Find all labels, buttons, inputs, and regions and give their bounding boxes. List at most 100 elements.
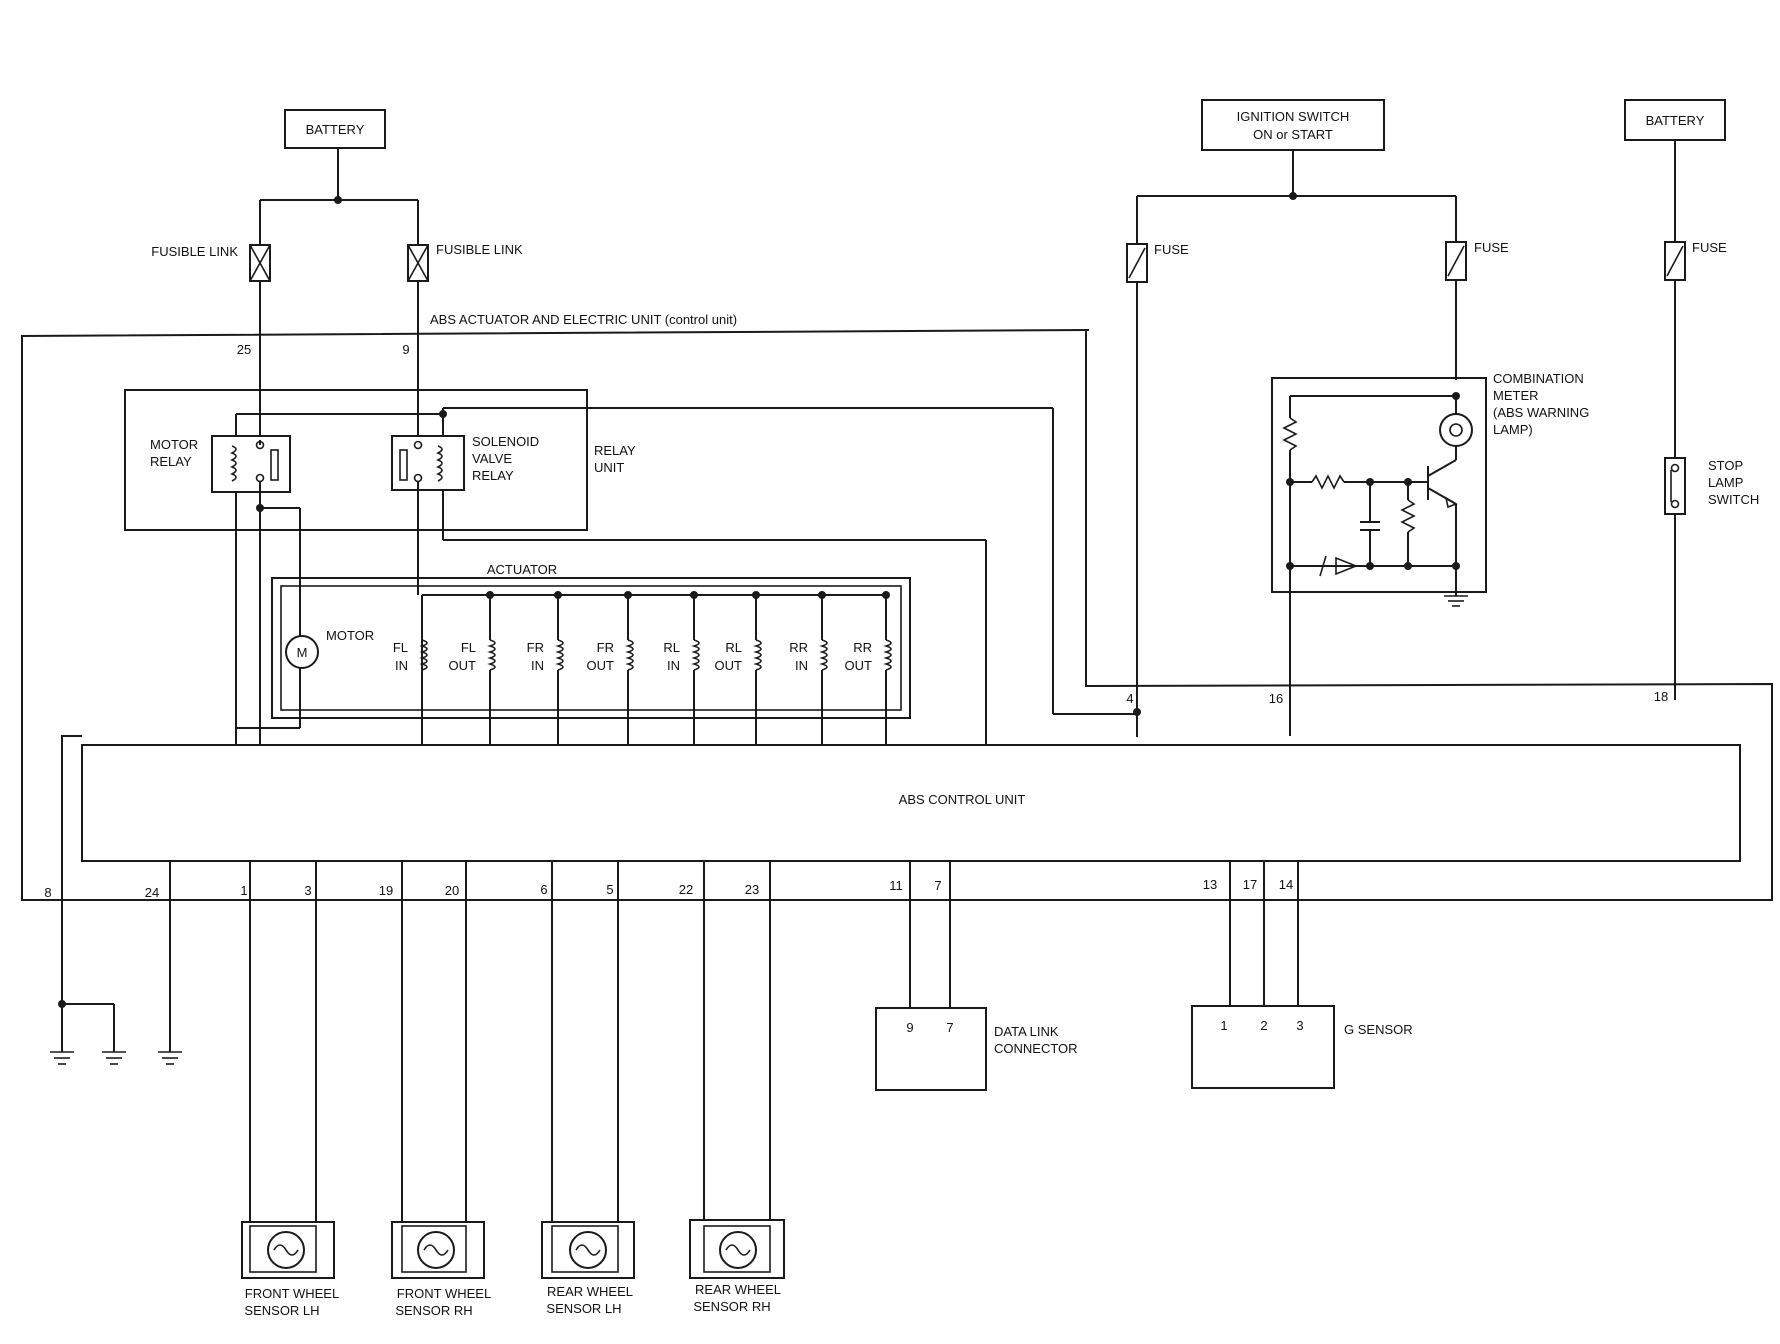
pin-1: 1 (240, 883, 247, 898)
pin-4: 4 (1126, 691, 1133, 706)
rear-wheel-sensor-lh (541, 1221, 635, 1279)
solenoid-label-top: FR (597, 640, 614, 655)
abs-control-unit: ABS CONTROL UNIT (81, 744, 1741, 862)
solenoid-valve-relay (391, 435, 465, 491)
solenoid-relay-label-1: SOLENOID (472, 434, 539, 449)
solenoid-label-top: FL (461, 640, 476, 655)
pin-6: 6 (540, 882, 547, 897)
data-link-connector: 9 7 (875, 1007, 987, 1091)
stop-lamp-switch (1664, 457, 1686, 515)
dlc-pin-7: 7 (946, 1020, 953, 1035)
front-wheel-sensor-lh-label-1: FRONT WHEEL (245, 1286, 339, 1301)
motor-label: MOTOR (326, 628, 374, 643)
combination-meter-label-4: LAMP) (1493, 422, 1533, 437)
front-wheel-sensor-rh-label-1: FRONT WHEEL (397, 1286, 491, 1301)
fusible-link-right (407, 244, 429, 282)
abs-warning-lamp-icon (1439, 413, 1473, 447)
combination-meter-box (1271, 377, 1487, 593)
data-link-label-2: CONNECTOR (994, 1041, 1078, 1056)
front-wheel-sensor-lh-label-2: SENSOR LH (244, 1303, 319, 1318)
motor-symbol: M (297, 645, 308, 660)
solenoid-label-bottom: OUT (587, 658, 615, 673)
pin-25: 25 (237, 342, 251, 357)
solenoid-label-bottom: IN (795, 658, 808, 673)
combination-meter-label-2: METER (1493, 388, 1539, 403)
dlc-pin-9: 9 (906, 1020, 913, 1035)
pin-11: 11 (889, 878, 903, 893)
pin-3: 3 (304, 883, 311, 898)
pin-22: 22 (679, 882, 693, 897)
stop-lamp-switch-label-1: STOP (1708, 458, 1743, 473)
actuator-box (271, 577, 911, 719)
pin-23: 23 (745, 882, 759, 897)
ground-icon-1 (50, 1051, 74, 1065)
solenoid-relay-label-3: RELAY (472, 468, 514, 483)
pin-13: 13 (1203, 877, 1217, 892)
fuse-1 (1126, 243, 1148, 283)
pin-17: 17 (1243, 877, 1257, 892)
fusible-link-left (249, 244, 271, 282)
motor-relay (211, 435, 291, 493)
front-wheel-sensor-rh-label-2: SENSOR RH (395, 1303, 472, 1318)
pin-16: 16 (1269, 691, 1283, 706)
pin-8: 8 (44, 885, 51, 900)
pin-7: 7 (934, 878, 941, 893)
battery-left: BATTERY (284, 109, 386, 149)
solenoid-label-bottom: IN (395, 658, 408, 673)
relay-unit-label-1: RELAY (594, 443, 636, 458)
pin-20: 20 (445, 883, 459, 898)
fuse-1-label: FUSE (1154, 242, 1189, 257)
rear-wheel-sensor-rh-label-1: REAR WHEEL (695, 1282, 781, 1297)
motor-relay-label-2: RELAY (150, 454, 192, 469)
front-wheel-sensor-lh (241, 1221, 335, 1279)
abs-actuator-unit-label: ABS ACTUATOR AND ELECTRIC UNIT (control … (430, 312, 737, 327)
front-wheel-sensor-rh (391, 1221, 485, 1279)
solenoid-label-top: FL (393, 640, 408, 655)
ground-icon-2 (102, 1051, 126, 1065)
g-sensor-pin-1: 1 (1220, 1018, 1227, 1033)
pin-5: 5 (606, 882, 613, 897)
abs-control-unit-label: ABS CONTROL UNIT (899, 792, 1026, 807)
solenoid-fl-in: FL IN (393, 639, 428, 745)
g-sensor-pin-3: 3 (1296, 1018, 1303, 1033)
battery-right-label: BATTERY (1646, 113, 1705, 128)
pin-19: 19 (379, 883, 393, 898)
solenoid-label-bottom: OUT (449, 658, 477, 673)
ignition-switch-line2: ON or START (1253, 127, 1333, 142)
rear-wheel-sensor-rh-label-2: SENSOR RH (693, 1299, 770, 1314)
rear-wheel-sensor-rh (689, 1219, 785, 1279)
g-sensor: 1 2 3 (1191, 1005, 1335, 1089)
ignition-switch-line1: IGNITION SWITCH (1237, 109, 1350, 124)
solenoid-label-top: RL (663, 640, 680, 655)
solenoid-relay-label-2: VALVE (472, 451, 512, 466)
combination-meter-label-3: (ABS WARNING (1493, 405, 1589, 420)
solenoid-label-top: RL (725, 640, 742, 655)
solenoid-fr-out: FR OUT (587, 591, 634, 745)
fuse-3-label: FUSE (1692, 240, 1727, 255)
motor-relay-label-1: MOTOR (150, 437, 198, 452)
pump-motor: M (285, 635, 319, 669)
rear-wheel-sensor-lh-label-2: SENSOR LH (546, 1301, 621, 1316)
solenoid-label-bottom: IN (531, 658, 544, 673)
solenoid-label-bottom: IN (667, 658, 680, 673)
fuse-2-label: FUSE (1474, 240, 1509, 255)
pin-9: 9 (402, 342, 409, 357)
actuator-label: ACTUATOR (487, 562, 557, 577)
ignition-switch: IGNITION SWITCH ON or START (1201, 99, 1385, 151)
pin-18: 18 (1654, 689, 1668, 704)
solenoid-fl-out: FL OUT (449, 591, 496, 745)
pin-14: 14 (1279, 877, 1293, 892)
meter-ground-icon (1444, 595, 1468, 607)
stop-lamp-switch-label-2: LAMP (1708, 475, 1743, 490)
data-link-label-1: DATA LINK (994, 1024, 1059, 1039)
battery-left-label: BATTERY (306, 122, 365, 137)
solenoid-label-top: RR (853, 640, 872, 655)
fusible-link-right-label: FUSIBLE LINK (436, 242, 523, 257)
fuse-2 (1445, 241, 1467, 281)
